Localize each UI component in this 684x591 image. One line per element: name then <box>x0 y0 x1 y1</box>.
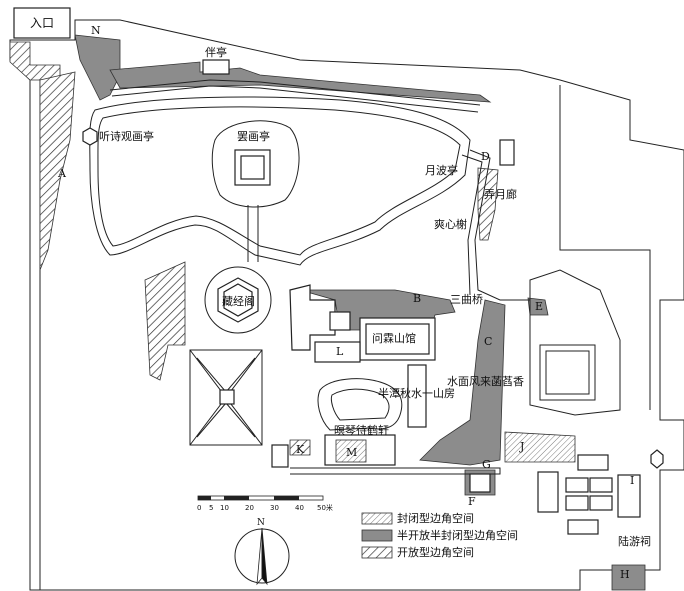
letter-d: D <box>481 150 490 163</box>
letter-i: I <box>630 474 634 487</box>
top-walkway <box>109 79 481 113</box>
mingqin-m-block <box>335 439 367 463</box>
square-garden-center <box>219 389 235 405</box>
label-shuimian: 水面风来菡萏香 <box>447 374 524 388</box>
banting-pavilion <box>202 59 230 75</box>
inner-wall <box>39 75 651 590</box>
main-complex <box>289 284 336 351</box>
zone-d-open <box>477 167 499 241</box>
letter-h: H <box>620 568 630 581</box>
north-compass: N <box>234 518 290 586</box>
bahua-island <box>211 120 300 208</box>
tingshi-pavilion <box>82 127 98 146</box>
label-sanqu: 三曲桥 <box>450 293 483 306</box>
scale-tick-50: 50米 <box>317 503 333 512</box>
label-yuebo: 月波亭 <box>425 163 458 177</box>
zone-k-open <box>289 439 311 456</box>
label-shuangxin: 爽心榭 <box>434 217 467 231</box>
zone-c-semi <box>419 299 506 466</box>
legend-label-closed: 封闭型边角空间 <box>397 511 474 525</box>
scale-tick-10: 10 <box>220 504 229 512</box>
label-wenlin: 问霖山馆 <box>372 331 416 345</box>
scale-tick-20: 20 <box>245 504 254 512</box>
zone-e-semi <box>527 297 549 316</box>
building-d <box>499 139 515 166</box>
side-building-small <box>329 311 351 331</box>
legend-swatch-closed <box>361 512 393 525</box>
label-nongyue: 弄月廊 <box>484 187 517 201</box>
entrance-building <box>13 7 71 39</box>
luyou-building-7 <box>617 474 641 518</box>
luyou-building-6 <box>589 495 613 511</box>
garden-boundary <box>9 19 684 591</box>
square-pond-right <box>539 344 596 401</box>
side-building-l <box>314 341 361 363</box>
lake-outline <box>89 96 471 266</box>
bahua-pavilion-inner <box>240 155 265 180</box>
letter-n: N <box>91 24 101 37</box>
right-corridor <box>461 149 530 301</box>
letter-k: K <box>296 443 305 456</box>
building-f-square <box>469 473 491 493</box>
rock-pond-inner <box>330 388 390 421</box>
scale-tick-40: 40 <box>295 504 304 512</box>
lower-corridor <box>290 467 501 475</box>
letter-b: B <box>413 292 421 305</box>
legend-label-open: 开放型边角空间 <box>397 545 474 559</box>
wenlin-hall-inner <box>365 323 430 355</box>
zone-left-open <box>144 261 186 381</box>
zone-n-semi <box>74 34 121 101</box>
compass-north-label: N <box>257 518 265 528</box>
luyou-building-1 <box>577 454 609 471</box>
square-garden <box>189 349 263 446</box>
zone-entrance-open <box>9 41 61 81</box>
label-entrance: 入口 <box>30 16 54 30</box>
luyou-building-4 <box>589 477 613 493</box>
building-k <box>271 444 289 468</box>
luyou-building-8 <box>567 519 599 535</box>
luyou-building-3 <box>565 477 589 493</box>
zone-a-open <box>39 71 76 271</box>
right-lower-complex <box>529 269 621 416</box>
label-luyou: 陆游祠 <box>618 534 651 548</box>
lake-inner <box>97 106 461 256</box>
label-banting: 伴亭 <box>205 45 227 59</box>
letter-l: L <box>336 345 344 358</box>
zone-j-closed <box>504 431 576 463</box>
bahua-bridge <box>247 205 259 262</box>
label-bahua: 罢画亭 <box>237 129 270 143</box>
square-pond-right-inner <box>545 350 590 395</box>
label-cangjing: 藏经阁 <box>222 294 255 308</box>
letter-e: E <box>535 300 543 313</box>
label-banchi: 半潭秋水一山房 <box>378 386 455 400</box>
legend-swatch-open <box>361 546 393 559</box>
letter-f: F <box>468 495 476 508</box>
small-hexagon-right <box>650 449 664 469</box>
scale-tick-0: 0 <box>197 504 201 512</box>
luyou-building-5 <box>565 495 589 511</box>
banchi-house <box>407 364 427 428</box>
rock-pond <box>317 378 403 431</box>
zone-top-semi <box>109 61 492 103</box>
letter-c: C <box>484 335 492 348</box>
legend: 封闭型边角空间 半开放半封闭型边角空间 开放型边角空间 <box>361 511 518 559</box>
cangjing-pavilion-inner <box>223 283 253 317</box>
letter-g: G <box>482 458 491 471</box>
legend-label-semi: 半开放半封闭型边角空间 <box>397 528 518 542</box>
legend-swatch-semi <box>361 529 393 542</box>
letter-a: A <box>57 167 67 180</box>
letter-j: J <box>519 440 524 453</box>
scale-tick-30: 30 <box>270 504 279 512</box>
scale-bar: 0 5 10 20 30 40 50米 <box>197 495 333 512</box>
zone-h-semi <box>611 564 646 591</box>
label-mingqin: 暝琴待鹤轩 <box>334 423 389 437</box>
label-tingshi: 听诗观画亭 <box>99 129 154 143</box>
scale-tick-5: 5 <box>209 504 213 512</box>
letter-m: M <box>346 446 357 459</box>
cangjing-island <box>204 266 272 334</box>
luyou-building-2 <box>537 471 559 513</box>
